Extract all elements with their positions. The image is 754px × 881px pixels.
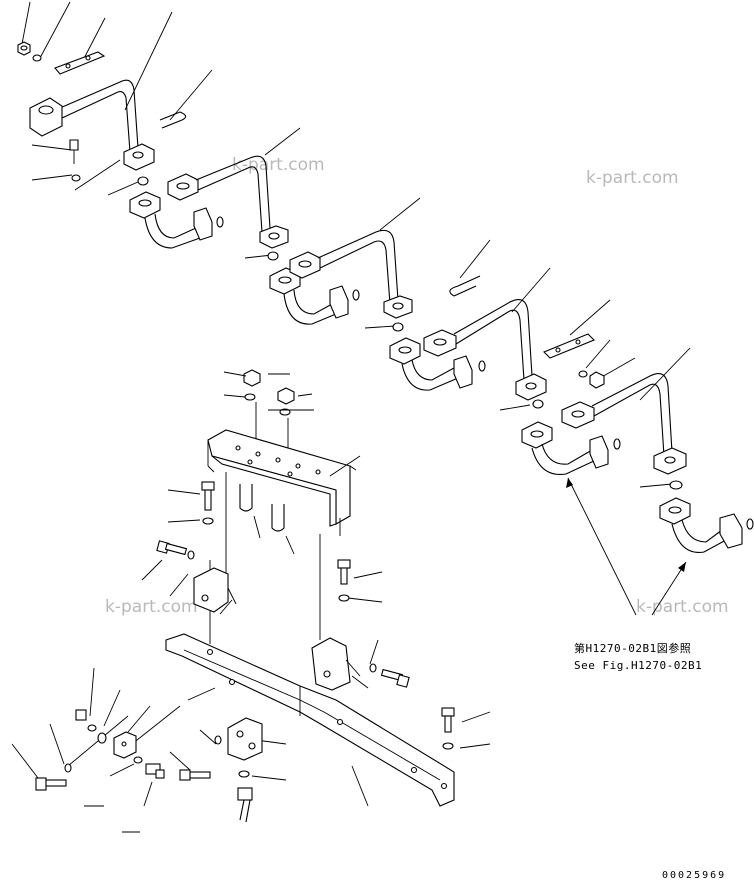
injection-pipe-4 xyxy=(423,299,547,409)
elbow-fitting-2 xyxy=(145,763,165,779)
oring-small-2 xyxy=(133,756,143,764)
bolt-bottom-right xyxy=(441,707,455,750)
distribution-block xyxy=(227,717,263,778)
reference-arrows xyxy=(566,477,687,616)
elbow-pipe-3 xyxy=(389,337,486,391)
clamp-plate-top-left xyxy=(54,51,106,75)
bolt-right-1 xyxy=(337,559,351,602)
u-bolt-middle xyxy=(449,275,481,297)
watermark-3: k-part.com xyxy=(105,597,198,617)
elbow-pipe-4 xyxy=(521,421,621,476)
injection-pipe-3 xyxy=(289,229,413,332)
elbow-fitting-1 xyxy=(75,709,97,732)
oring-small-1 xyxy=(97,732,107,744)
injection-pipe-5 xyxy=(561,373,687,475)
washer-top-left xyxy=(32,54,42,62)
elbow-pipe-2 xyxy=(269,267,360,325)
elbow-pipe-1 xyxy=(129,191,224,249)
left-support-bracket xyxy=(193,472,237,644)
fitting-elbow-lower xyxy=(237,787,253,823)
u-bolt-top xyxy=(159,111,187,129)
bolt-lower-left xyxy=(35,763,72,791)
bolt-lower-mid xyxy=(179,735,222,781)
truncated-leaders xyxy=(84,805,140,833)
cross-member xyxy=(165,633,455,807)
leader-lines-top xyxy=(21,1,691,488)
elbow-pipe-5 xyxy=(659,480,754,553)
bolt-right-2 xyxy=(369,663,410,688)
watermark-1: k-part.com xyxy=(232,155,325,175)
bolt-left-2 xyxy=(156,540,195,560)
watermark-4: k-part.com xyxy=(636,597,729,617)
washer-right xyxy=(578,370,588,378)
upper-bracket xyxy=(207,429,357,527)
nut-washer-stack xyxy=(243,369,314,466)
injection-pipe-2 xyxy=(167,155,289,261)
leader-lines-bracket xyxy=(11,371,491,807)
watermark-2: k-part.com xyxy=(586,168,679,188)
reference-text-jp: 第H1270-02B1図参照 xyxy=(574,641,691,655)
small-block xyxy=(113,731,137,759)
drawing-number: 00025969 xyxy=(662,870,726,881)
hex-nut-right xyxy=(589,371,605,389)
injection-pipe-1 xyxy=(29,79,155,186)
hex-nut-top-left xyxy=(17,41,31,56)
right-support-bracket xyxy=(311,518,361,691)
bolt-left-1 xyxy=(201,481,215,525)
clamp-plate-right xyxy=(543,333,595,359)
u-bolts-lower xyxy=(239,484,285,532)
reference-text-en: See Fig.H1270-02B1 xyxy=(574,659,702,672)
